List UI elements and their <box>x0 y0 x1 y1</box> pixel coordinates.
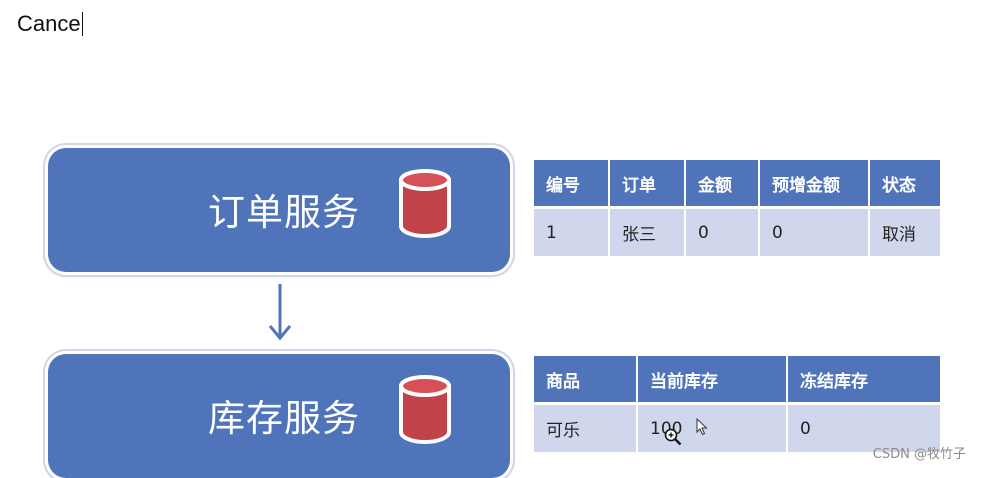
table-cell: 1 <box>534 207 610 256</box>
column-header: 编号 <box>534 160 610 209</box>
column-header: 预增金额 <box>759 160 870 209</box>
page-title-area: Cance <box>17 11 83 37</box>
table-cell: 0 <box>685 207 760 256</box>
orders-table: 编号 订单 金额 预增金额 状态 1 张三 0 0 取消 <box>534 160 940 256</box>
column-header: 冻结库存 <box>787 356 940 405</box>
table-row: 1 张三 0 0 取消 <box>534 207 940 256</box>
table-cell: 100 <box>637 403 788 452</box>
inventory-table: 商品 当前库存 冻结库存 可乐 100 0 <box>534 356 940 452</box>
watermark: CSDN @牧竹子 <box>872 447 966 462</box>
order-service-label: 订单服务 <box>208 191 360 234</box>
column-header: 状态 <box>869 160 940 209</box>
table-header-row: 编号 订单 金额 预增金额 状态 <box>534 160 940 209</box>
database-icon <box>399 169 451 238</box>
inventory-service-box: 库存服务 <box>48 354 510 478</box>
arrow-down-icon <box>268 284 292 341</box>
column-header: 金额 <box>685 160 760 209</box>
database-icon <box>399 375 451 444</box>
order-service-box: 订单服务 <box>48 148 510 272</box>
table-cell: 张三 <box>609 207 686 256</box>
column-header: 订单 <box>609 160 686 209</box>
table-cell: 可乐 <box>534 403 638 452</box>
column-header: 当前库存 <box>637 356 788 405</box>
column-header: 商品 <box>534 356 638 405</box>
text-caret <box>81 12 83 36</box>
table-cell: 0 <box>787 403 940 452</box>
table-cell: 取消 <box>869 207 940 256</box>
mouse-pointer-icon <box>696 418 708 436</box>
table-row: 可乐 100 0 <box>534 403 940 452</box>
table-header-row: 商品 当前库存 冻结库存 <box>534 356 940 405</box>
inventory-service-label: 库存服务 <box>208 397 360 440</box>
page-title: Cance <box>17 11 81 36</box>
table-cell: 0 <box>759 207 870 256</box>
zoom-in-icon <box>664 428 682 446</box>
